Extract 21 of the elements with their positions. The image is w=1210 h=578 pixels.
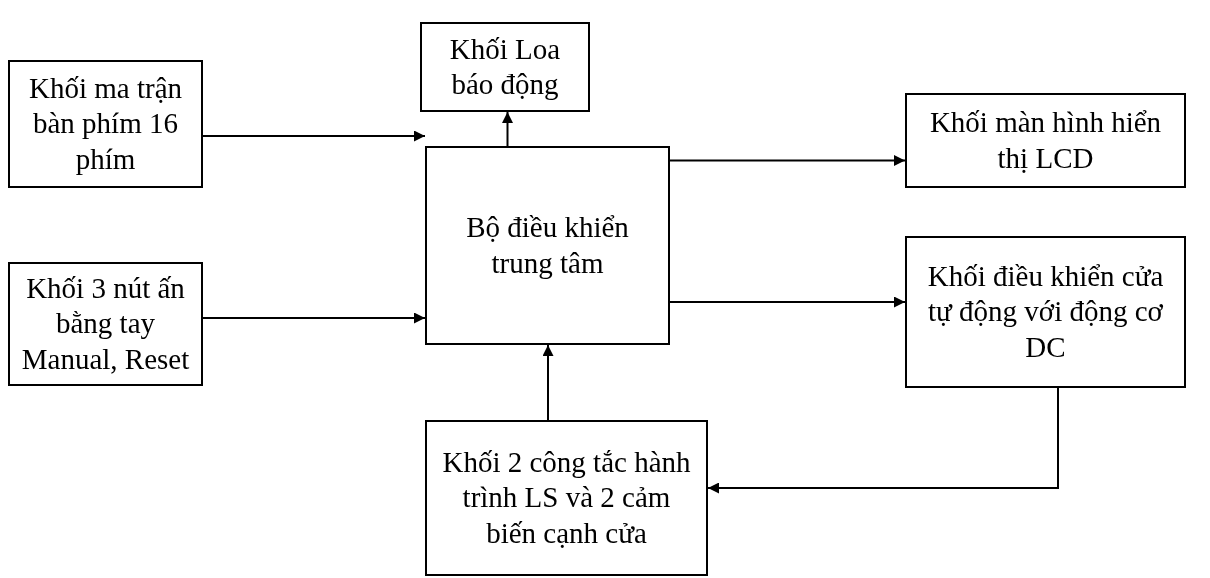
block-box bbox=[8, 60, 203, 188]
block-box bbox=[905, 93, 1186, 188]
block-label: Khối 2 công tắc hành trình LS và 2 cảm biến cạnh cửa bbox=[441, 444, 692, 551]
block-label: Khối màn hình hiển thị LCD bbox=[928, 105, 1163, 176]
block-label: Khối Loa báo động bbox=[448, 31, 562, 102]
arrow bbox=[669, 296, 906, 308]
block-box bbox=[905, 236, 1186, 388]
block-label: Khối 3 nút ấn bằng tay Manual, Reset bbox=[20, 270, 191, 377]
arrow bbox=[202, 130, 426, 142]
arrow bbox=[202, 312, 426, 324]
arrow bbox=[707, 387, 1059, 494]
arrow bbox=[669, 155, 906, 166]
block-box bbox=[425, 146, 670, 345]
arrow bbox=[502, 111, 513, 147]
block-box bbox=[425, 420, 708, 576]
block-box bbox=[8, 262, 203, 386]
block-label: Khối ma trận bàn phím 16 phím bbox=[28, 70, 183, 177]
block-label: Bộ điều khiển trung tâm bbox=[465, 210, 630, 281]
block-label: Khối điều khiển cửa tự động với động cơ DC bbox=[926, 258, 1165, 365]
block-box bbox=[420, 22, 590, 112]
arrow bbox=[542, 344, 554, 421]
